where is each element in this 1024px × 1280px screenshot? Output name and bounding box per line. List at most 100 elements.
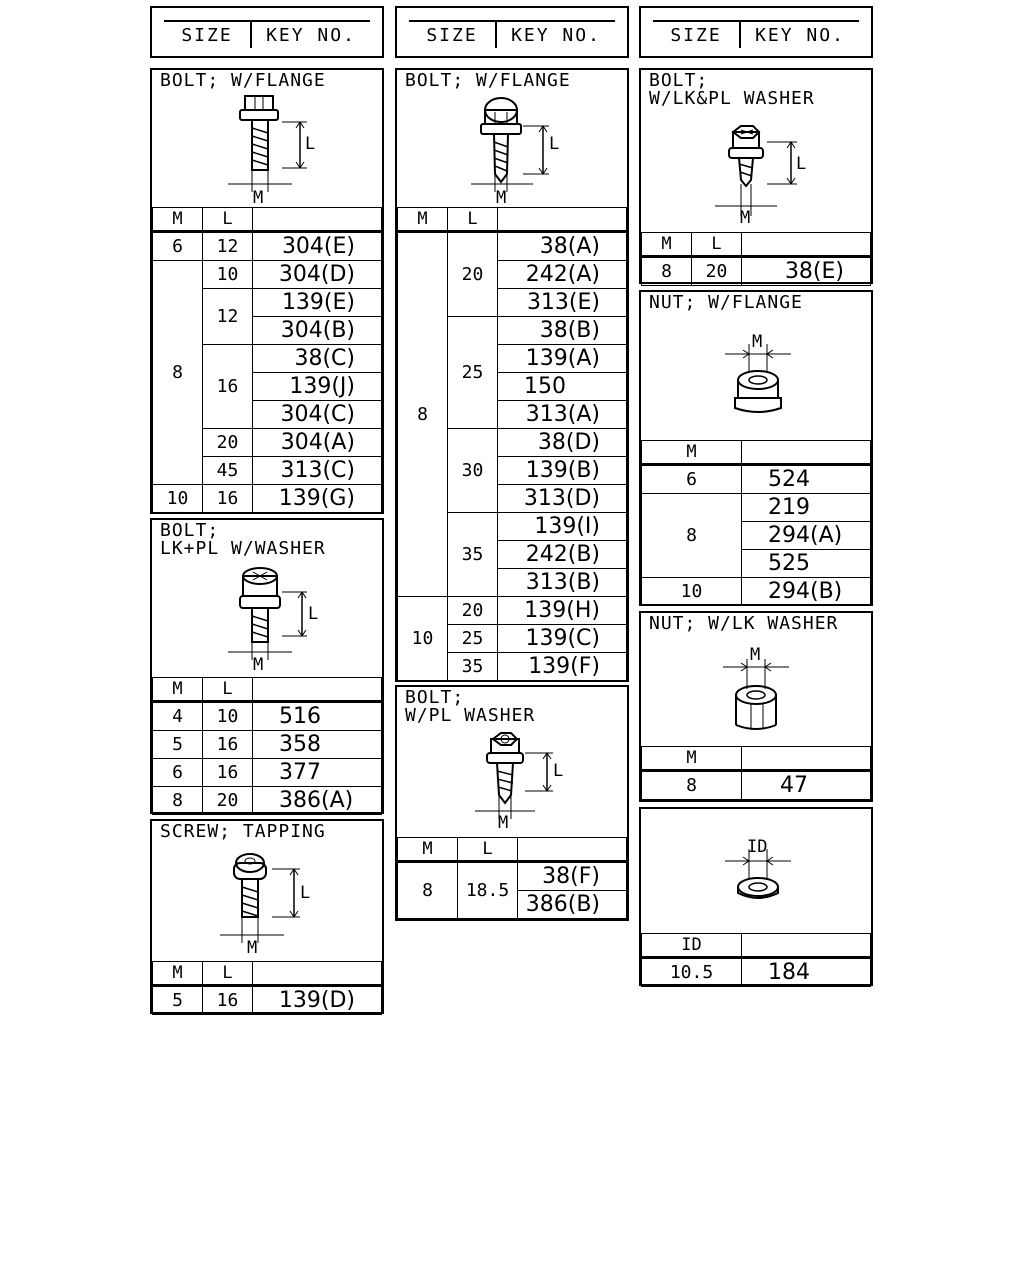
col-l: L [447,207,498,232]
diameter-dim-label: M [750,645,761,665]
table-row: 139(J) [153,372,382,401]
length-dim-label: L [796,154,807,174]
size-label: SIZE [653,22,741,48]
col-m: M [641,746,742,771]
section-title: BOLT; W/FLANGE [160,70,326,91]
diameter-dim-label: M [496,188,507,208]
flange-bolt-icon [471,97,549,192]
section-title: NUT; W/FLANGE [649,292,803,313]
section-title: BOLT; LK+PL W/WASHER [160,520,326,559]
col-key [741,933,871,958]
table-row: 313(A) [398,400,627,429]
diameter-dim-label: M [740,208,751,228]
col-key [252,677,382,702]
size-label: SIZE [409,22,497,48]
table-row: 525 [642,549,871,578]
section-title: SCREW; TAPPING [160,821,326,842]
section-title: BOLT; W/LK&PL WASHER [649,70,815,109]
inner-diameter-dim-label: ID [747,837,768,857]
key-label: KEY NO. [755,24,845,46]
diameter-dim-label: M [247,938,258,958]
length-dim-label: L [300,883,311,903]
col-m: M [152,207,203,232]
col-id: ID [641,933,742,958]
col-key [517,837,627,862]
header-size-key-3: SIZE KEY NO. [639,6,873,58]
tapping-screw-icon [220,853,300,943]
col-l: L [202,961,253,986]
col-key [741,746,871,771]
col-l: L [457,837,518,862]
col-l: L [202,677,253,702]
size-label: SIZE [164,22,252,48]
table-row: 242(A) [398,260,627,289]
col-m: M [397,837,458,862]
section-title: BOLT; W/PL WASHER [405,687,536,726]
length-dim-label: L [549,134,560,154]
header-size-key-2: SIZE KEY NO. [395,6,629,58]
washer-bolt-icon [228,567,307,660]
col-key [497,207,627,232]
table-row: 386(B) [398,890,627,919]
section-title: BOLT; W/FLANGE [405,70,571,91]
diameter-dim-label: M [253,655,264,675]
key-label: KEY NO. [511,24,601,46]
lkpl-washer-bolt-icon [715,125,797,216]
table-row: 242(B) [398,540,627,569]
table-row: 313(E) [398,288,627,317]
col-key [252,207,382,232]
col-m: M [152,961,203,986]
table-row: 150 [398,372,627,401]
table-row: 139(B) [398,456,627,485]
flange-nut-icon [725,344,791,413]
diameter-dim-label: M [253,188,264,208]
col-key [252,961,382,986]
length-dim-label: L [308,604,319,624]
table-row: 313(D) [398,484,627,513]
diameter-dim-label: M [752,332,763,352]
col-m: M [152,677,203,702]
table-row: 304(B) [153,316,382,345]
col-l: L [202,207,253,232]
table-row: 294(A) [642,521,871,550]
col-m: M [397,207,448,232]
